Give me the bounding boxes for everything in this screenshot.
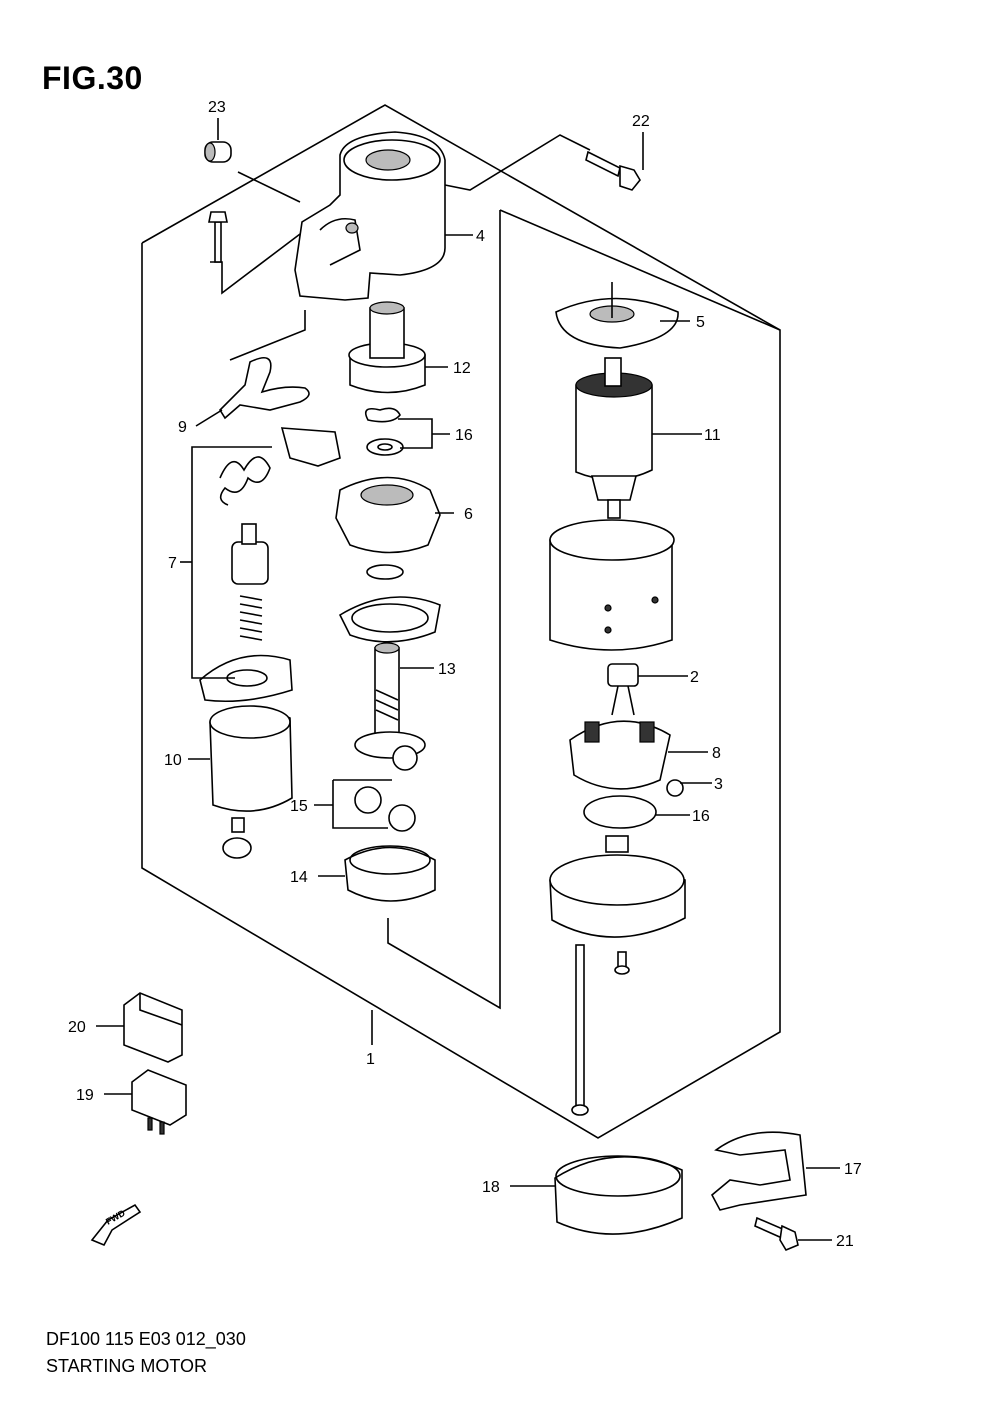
yoke <box>549 519 675 651</box>
part-10-solenoid <box>209 705 293 859</box>
callout-23: 23 <box>208 99 226 116</box>
callout-6: 6 <box>464 506 473 523</box>
part-16-circlip-washer <box>364 407 404 456</box>
part-20-relay <box>123 992 183 1063</box>
callout-1: 1 <box>366 1051 375 1068</box>
part-8-brush-holder <box>569 720 671 790</box>
callout-12: 12 <box>453 360 471 377</box>
part-17-clamp <box>710 1131 807 1211</box>
end-cover <box>549 835 686 938</box>
callout-10: 10 <box>164 752 182 769</box>
callout-2: 2 <box>690 669 699 686</box>
part-9-lever <box>218 356 310 420</box>
callout-7: 7 <box>168 555 177 572</box>
gasket <box>338 564 441 643</box>
through-bolt <box>571 944 630 1116</box>
part-13-shaft <box>354 642 426 759</box>
part-16-washer <box>583 795 657 829</box>
part-2-brush <box>607 663 639 716</box>
callout-20: 20 <box>68 1019 86 1036</box>
callout-13: 13 <box>438 661 456 678</box>
part-11-armature <box>575 357 653 519</box>
fwd-arrow: FWD <box>90 1203 142 1247</box>
figure-code: DF100 115 E03 012_030 <box>46 1329 246 1349</box>
part-14-internal-gear <box>344 845 436 902</box>
part-23-sleeve <box>204 141 232 163</box>
callout-11: 11 <box>704 427 721 444</box>
figure-title: FIG.30 <box>42 60 143 96</box>
part-12-pinion <box>348 301 426 394</box>
leader-lines <box>96 118 840 1241</box>
part-19-relay <box>131 1069 187 1135</box>
part-15-planet-gears <box>332 745 418 832</box>
assembly-box <box>141 104 781 1139</box>
callout-4: 4 <box>476 228 485 245</box>
callout-15: 15 <box>290 798 308 815</box>
callout-19: 19 <box>76 1087 94 1104</box>
figure-name: STARTING MOTOR <box>46 1356 208 1376</box>
callout-16-lower: 16 <box>692 808 710 825</box>
callout-5: 5 <box>696 314 705 331</box>
callout-18: 18 <box>482 1179 500 1196</box>
callout-3: 3 <box>714 776 723 793</box>
part-18-band <box>554 1155 683 1235</box>
part-22-bolt <box>585 150 641 191</box>
housing-bolt <box>208 211 228 263</box>
part-4-front-housing <box>294 131 446 301</box>
part-5-plate <box>555 297 679 349</box>
part-21-bolt <box>754 1216 799 1252</box>
part-7-kit <box>199 427 341 702</box>
callout-9: 9 <box>178 419 187 436</box>
callout-8: 8 <box>712 745 721 762</box>
callout-22: 22 <box>632 113 650 130</box>
callout-17: 17 <box>844 1161 862 1178</box>
callout-21: 21 <box>836 1233 854 1250</box>
part-3-nut <box>666 779 684 797</box>
callout-labels: 1 2 3 4 5 6 7 8 9 10 11 12 13 14 15 16 1… <box>68 99 862 1250</box>
callout-14: 14 <box>290 869 308 886</box>
callout-16-upper: 16 <box>455 427 473 444</box>
part-6-retainer <box>335 476 441 554</box>
